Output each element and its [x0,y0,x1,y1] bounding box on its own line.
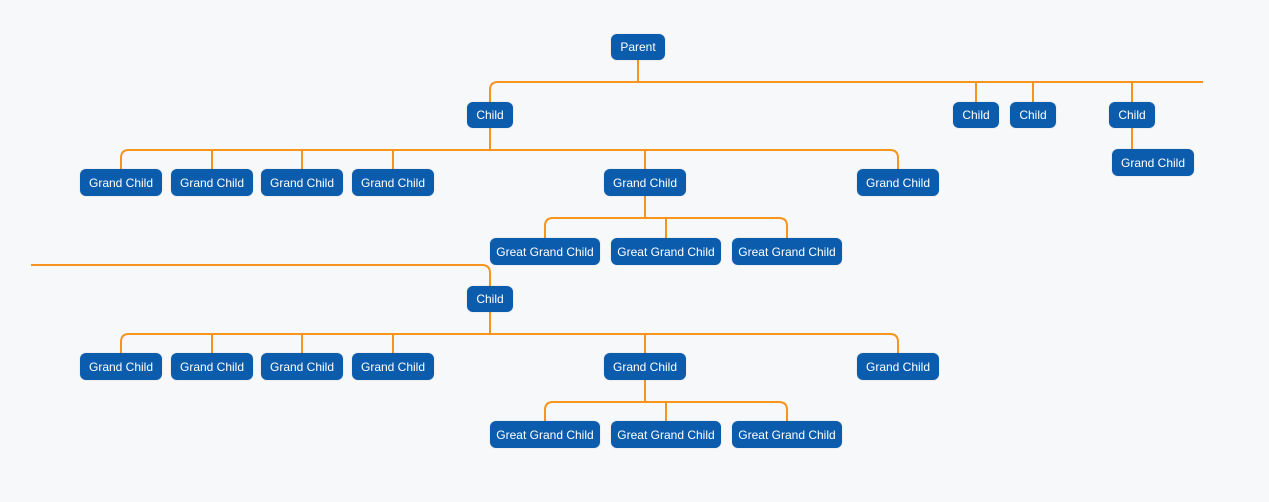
node-label: Grand Child [179,359,245,374]
node-grand-child-3[interactable]: Grand Child [261,169,343,196]
node-label: Great Grand Child [496,244,594,259]
node-grand-child-b4[interactable]: Grand Child [352,353,434,380]
node-child-4[interactable]: Child [1109,102,1155,128]
node-label: Great Grand Child [617,427,715,442]
node-label: Grand Child [88,175,154,190]
node-label: Grand Child [1120,155,1186,170]
node-great-grand-child-3[interactable]: Great Grand Child [732,238,842,265]
node-child-1[interactable]: Child [467,102,513,128]
connector-edge [120,149,899,169]
node-great-grand-child-b3[interactable]: Great Grand Child [732,421,842,448]
node-label: Grand Child [612,175,678,190]
node-label: Parent [620,40,656,54]
node-grand-child-b3[interactable]: Grand Child [261,353,343,380]
node-label: Great Grand Child [738,244,836,259]
node-label: Grand Child [179,175,245,190]
node-grand-child-b5[interactable]: Grand Child [604,353,686,380]
node-child-5[interactable]: Child [467,286,513,312]
node-label: Great Grand Child [496,427,594,442]
node-grand-child-right[interactable]: Grand Child [1112,149,1194,176]
node-label: Grand Child [88,359,154,374]
node-label: Grand Child [865,359,931,374]
node-grand-child-b2[interactable]: Grand Child [171,353,253,380]
node-grand-child-5[interactable]: Grand Child [604,169,686,196]
node-grand-child-1[interactable]: Grand Child [80,169,162,196]
node-great-grand-child-2[interactable]: Great Grand Child [611,238,721,265]
node-label: Grand Child [865,175,931,190]
connector-edge [31,264,491,286]
node-label: Grand Child [612,359,678,374]
node-grand-child-b1[interactable]: Grand Child [80,353,162,380]
node-label: Grand Child [269,359,335,374]
node-label: Great Grand Child [738,427,836,442]
node-great-grand-child-b1[interactable]: Great Grand Child [490,421,600,448]
node-label: Child [476,108,504,122]
node-grand-child-4[interactable]: Grand Child [352,169,434,196]
connector-edge [120,333,899,353]
node-grand-child-6[interactable]: Grand Child [857,169,939,196]
node-label: Grand Child [360,175,426,190]
node-child-2[interactable]: Child [953,102,999,128]
node-child-3[interactable]: Child [1010,102,1056,128]
connector-edge [489,81,1203,102]
node-great-grand-child-1[interactable]: Great Grand Child [490,238,600,265]
node-label: Child [1019,108,1047,122]
node-label: Grand Child [269,175,335,190]
node-great-grand-child-b2[interactable]: Great Grand Child [611,421,721,448]
node-label: Great Grand Child [617,244,715,259]
node-label: Child [476,292,504,306]
node-parent[interactable]: Parent [611,34,665,60]
node-label: Child [1118,108,1146,122]
node-grand-child-b6[interactable]: Grand Child [857,353,939,380]
node-label: Child [962,108,990,122]
node-label: Grand Child [360,359,426,374]
node-grand-child-2[interactable]: Grand Child [171,169,253,196]
